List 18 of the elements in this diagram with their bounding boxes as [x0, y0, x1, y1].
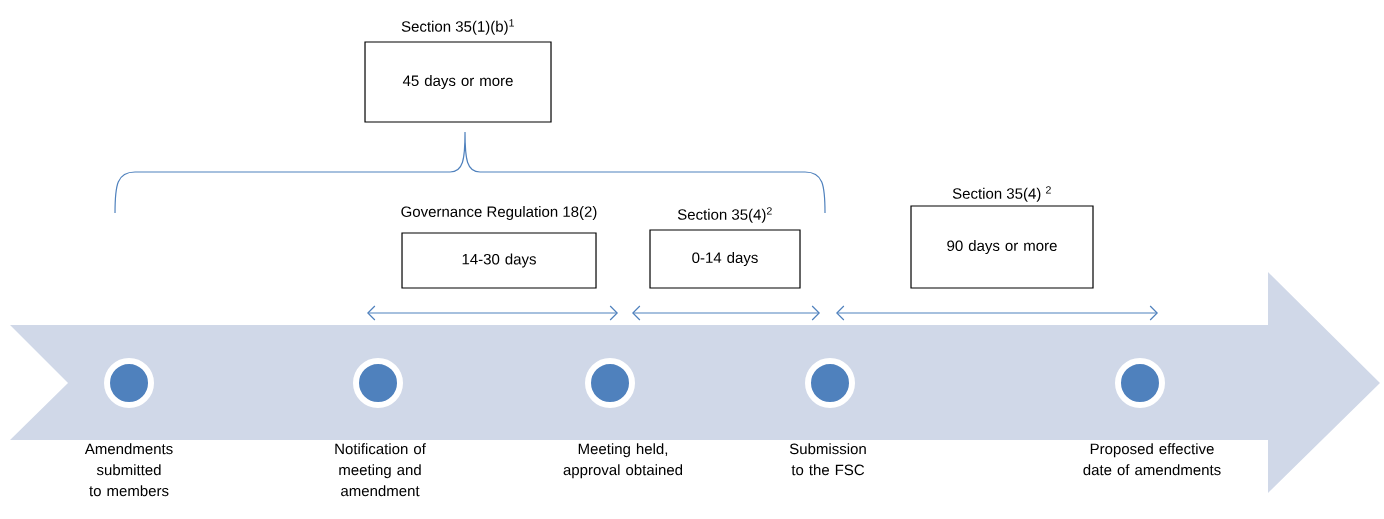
section-heading: Governance Regulation 18(2): [401, 206, 597, 220]
duration-box: 45 days or more: [364, 41, 552, 123]
duration-box: 14-30 days: [401, 232, 597, 289]
event-circle: [104, 358, 154, 408]
duration-box: 90 days or more: [910, 205, 1094, 289]
event-circle: [353, 358, 403, 408]
event-caption: Meeting held, approval obtained: [563, 443, 683, 479]
event-circle: [585, 358, 635, 408]
section-heading: Section 35(1)(b)$^{1}$: [401, 19, 514, 35]
section-heading: Section 35(4) $^{2}$: [952, 186, 1051, 202]
event-circle: [1115, 358, 1165, 408]
section-heading: Section 35(4)$^{2}$: [677, 207, 772, 223]
event-caption: Notification of meeting and amendment: [335, 443, 426, 497]
event-caption: Amendments submitted to members: [84, 443, 173, 497]
event-caption: Proposed effective date of amendments: [1083, 443, 1221, 476]
event-circle: [805, 358, 855, 408]
duration-box: 0-14 days: [649, 229, 801, 289]
event-caption: Submission to the FSC: [789, 443, 866, 476]
